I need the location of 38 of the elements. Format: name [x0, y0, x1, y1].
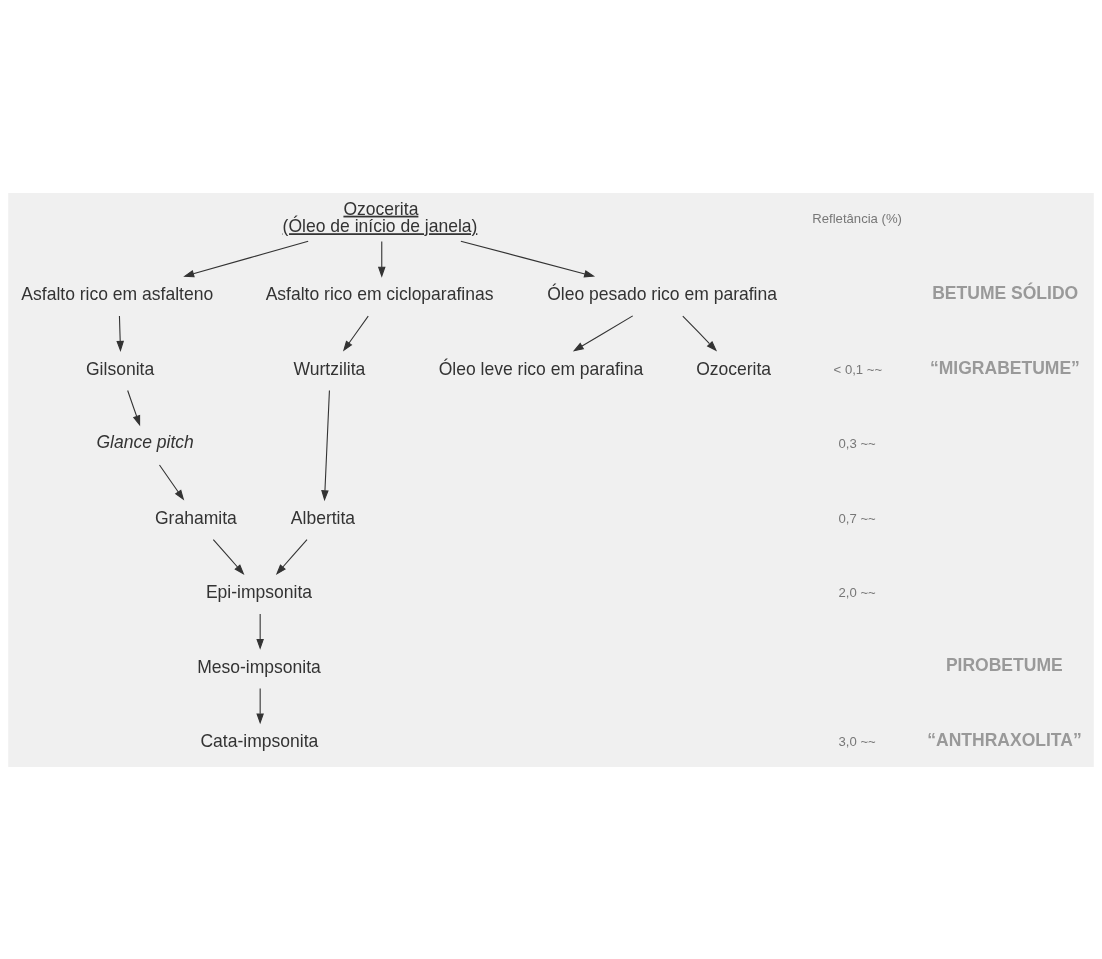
node-text: Óleo pesado rico em parafina — [547, 283, 777, 304]
node-text: Cata-impsonita — [200, 730, 319, 751]
label: “MIGRABETUME” — [930, 357, 1080, 378]
node-text: Asfalto rico em asfalteno — [21, 283, 214, 304]
arrow — [116, 315, 125, 352]
label: 0,3 ~~ — [838, 435, 876, 451]
arrow — [275, 538, 308, 575]
node-text: Epi-impsonita — [205, 581, 313, 602]
arrow — [256, 612, 264, 650]
arrow — [256, 687, 264, 724]
arrow — [342, 315, 369, 352]
arrow — [572, 314, 634, 351]
label: 3,0 ~~ — [838, 733, 876, 749]
node-text: Albertita — [290, 507, 356, 528]
node-text: Ozocerita (Óleo de início de janela) — [282, 198, 478, 236]
node-text: Ozocerita — [696, 358, 772, 379]
arrow — [321, 389, 330, 501]
node-text: Gilsonita — [85, 358, 155, 379]
arrow — [377, 240, 386, 278]
node-text: Meso-impsonita — [197, 656, 321, 677]
arrow — [158, 464, 185, 501]
node-text: Wurtzilita — [293, 358, 366, 379]
arrow — [460, 240, 596, 278]
label: Refletância (%) — [812, 210, 902, 226]
node-text: Óleo leve rico em parafina — [438, 358, 644, 379]
label: 0,7 ~~ — [838, 510, 876, 526]
node-text: Asfalto rico em cicloparafinas — [265, 283, 494, 304]
label: “ANTHRAXOLITA” — [927, 729, 1082, 750]
node-text: Glance pitch — [96, 431, 194, 452]
arrow — [183, 240, 309, 277]
label: BETUME SÓLIDO — [932, 282, 1079, 303]
arrow — [682, 315, 718, 351]
node-text: Grahamita — [155, 507, 237, 528]
label: < 0,1 ~~ — [833, 361, 883, 377]
arrow — [127, 389, 141, 426]
label: 2,0 ~~ — [838, 584, 876, 600]
label: PIROBETUME — [945, 654, 1063, 675]
arrow — [212, 538, 245, 575]
